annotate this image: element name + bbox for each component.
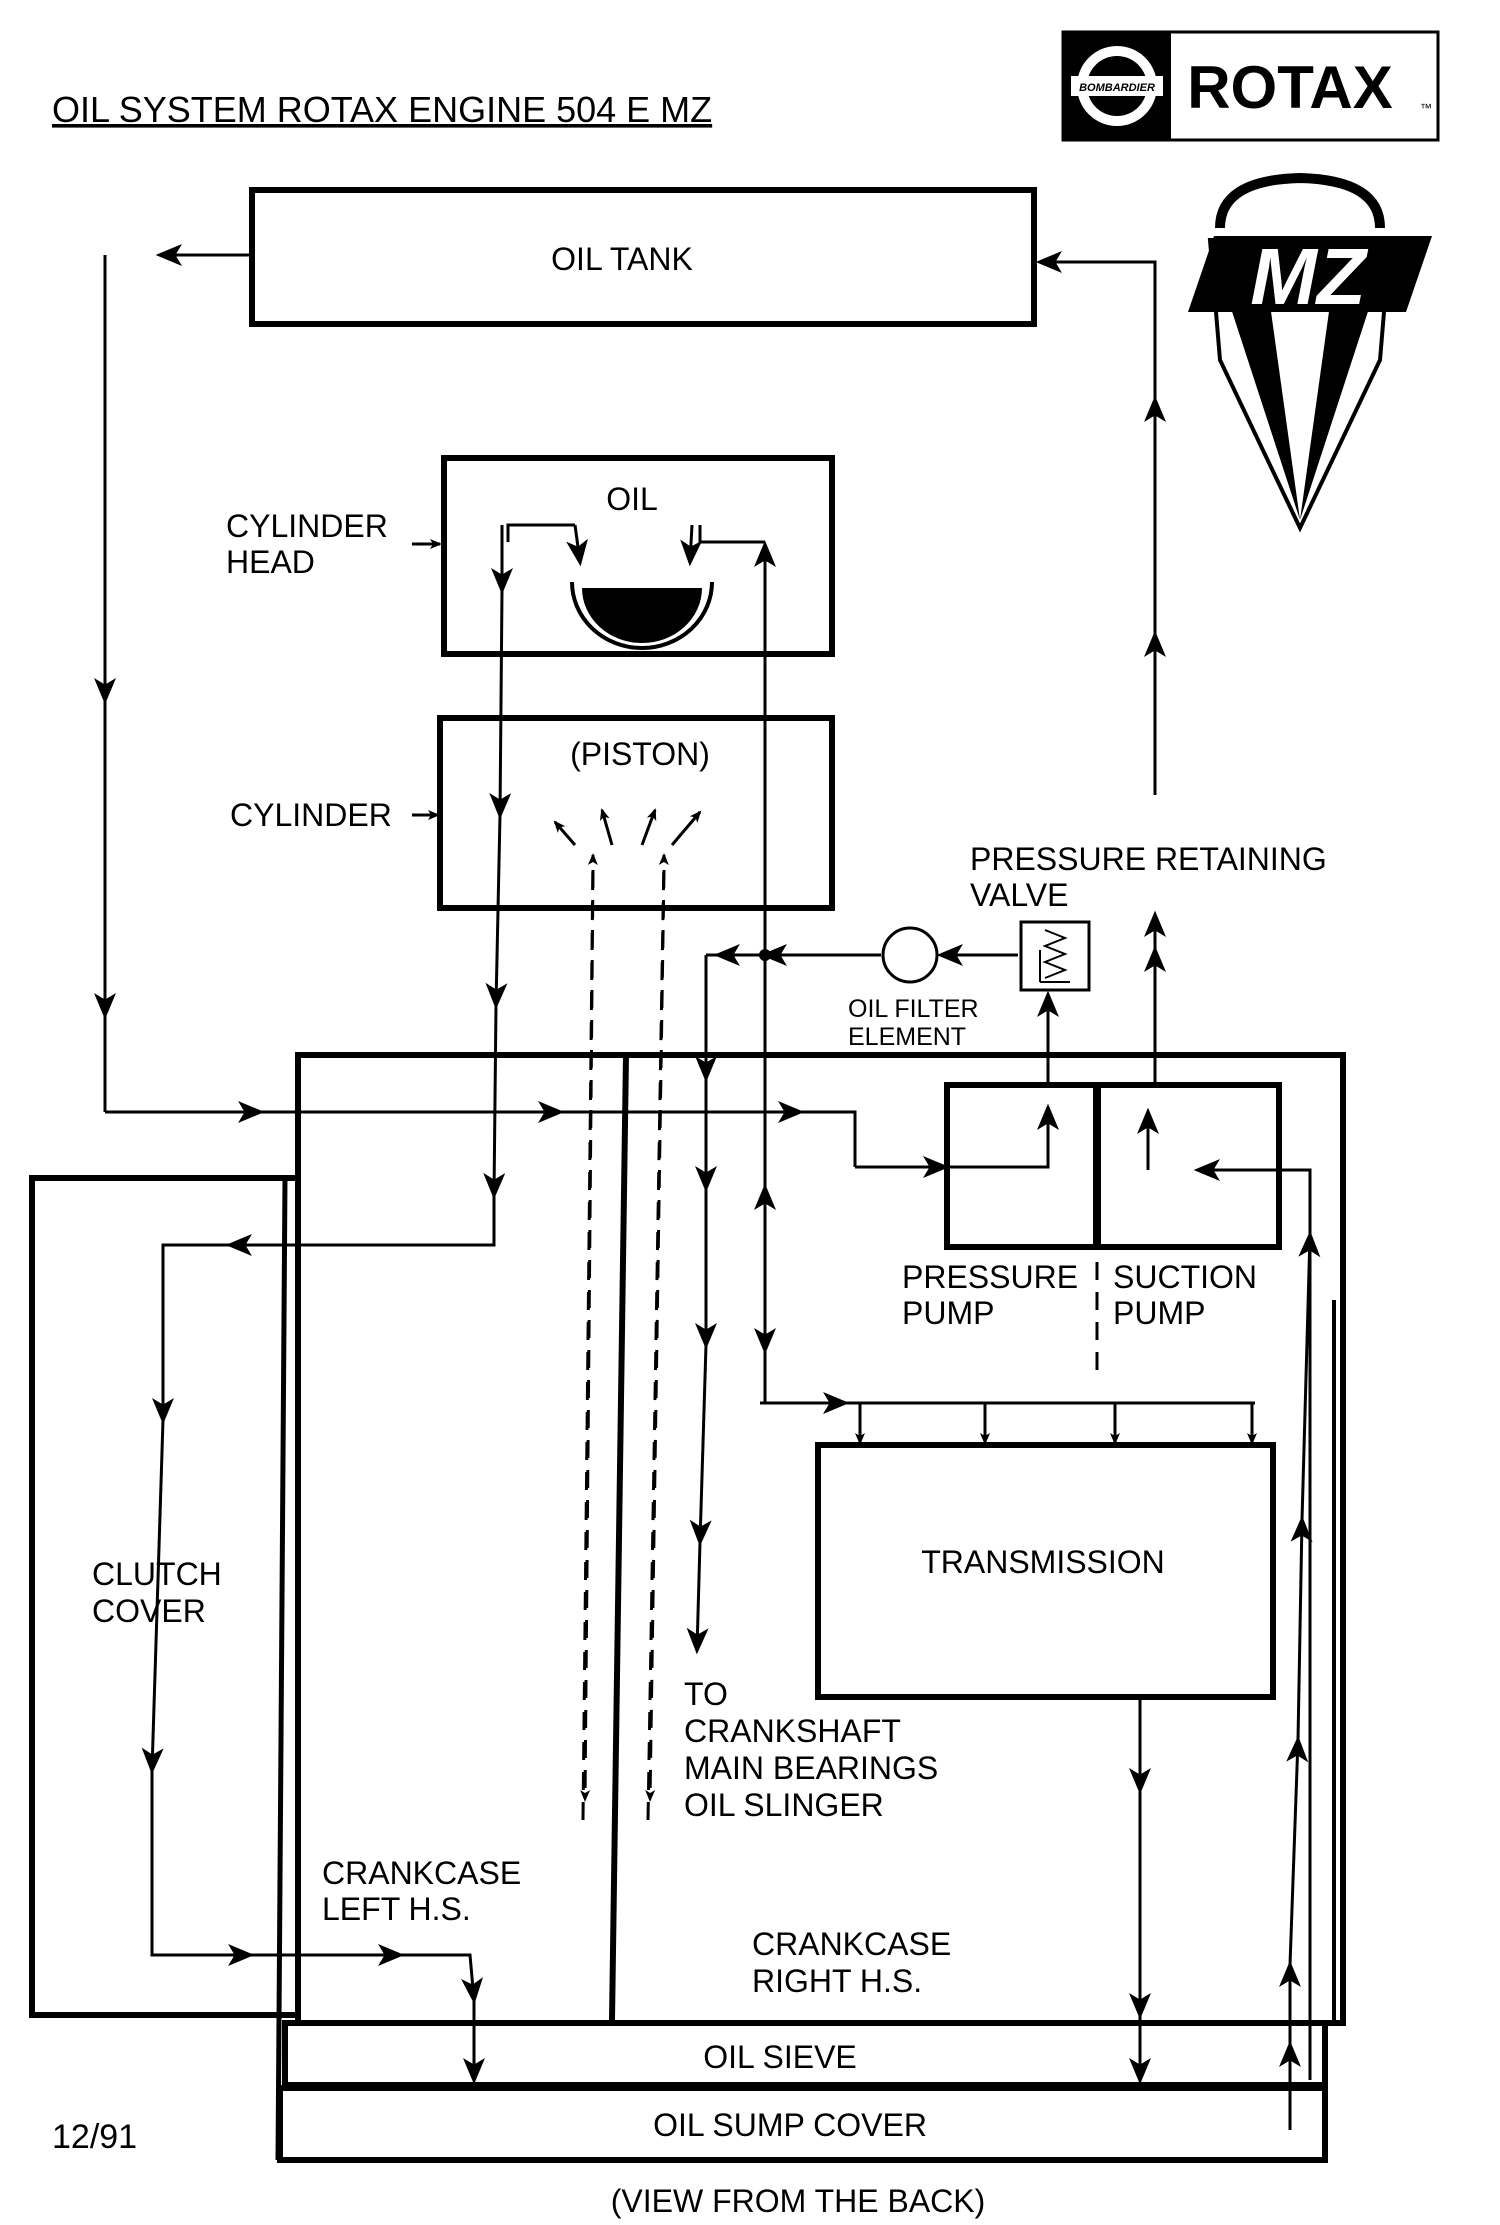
suction-pump-label-1: SUCTION — [1113, 1259, 1257, 1295]
oil-filter-symbol — [881, 926, 939, 984]
oil-sieve-label: OIL SIEVE — [703, 2039, 857, 2075]
oil-label: OIL — [606, 481, 658, 517]
mz-logo: MZ — [1188, 172, 1432, 533]
cylinder-head-box — [441, 455, 835, 657]
crankcase-partition — [609, 1054, 629, 2021]
oil-tank-box — [249, 187, 1037, 327]
clutch-cover-label-2: COVER — [92, 1593, 206, 1629]
oil-tank-label: OIL TANK — [551, 241, 693, 277]
pressure-pump-label-1: PRESSURE — [902, 1259, 1078, 1295]
rotax-logo: BOMBARDIER ROTAX ™ — [1061, 30, 1440, 142]
cylinder-label: CYLINDER — [230, 797, 392, 833]
date-code: 12/91 — [52, 2118, 137, 2156]
crankcase-right-label-1: CRANKCASE — [752, 1926, 951, 1962]
pressure-valve-symbol — [1019, 920, 1091, 992]
pressure-valve-label-2: VALVE — [970, 877, 1068, 913]
transmission-box — [815, 1442, 1276, 1700]
piston-oil-mist-lines — [553, 808, 702, 1821]
oil-filter-label-2: ELEMENT — [848, 1023, 966, 1051]
mz-logo-text: MZ — [1250, 232, 1369, 321]
suction-pump-box — [1094, 1082, 1282, 1250]
transmission-label: TRANSMISSION — [921, 1544, 1165, 1580]
oil-sump-cover-label: OIL SUMP COVER — [653, 2107, 927, 2143]
oil-flow-lines — [94, 244, 1321, 2130]
rotax-trademark: ™ — [1420, 101, 1432, 115]
bombardier-logo-text: BOMBARDIER — [1079, 82, 1155, 94]
rotax-logo-text: ROTAX — [1187, 54, 1393, 121]
crankcase-left-label-2: LEFT H.S. — [322, 1891, 471, 1927]
crankshaft-note-4: OIL SLINGER — [684, 1787, 884, 1823]
crankshaft-note-1: TO — [684, 1676, 728, 1712]
valve-spring-icon — [1042, 929, 1068, 979]
combustion-chamber-icon — [582, 588, 702, 643]
view-note: (VIEW FROM THE BACK) — [611, 2183, 986, 2219]
crankcase-right-label-2: RIGHT H.S. — [752, 1963, 922, 1999]
oil-sump-cover-box — [277, 2085, 1328, 2163]
crankshaft-note-3: MAIN BEARINGS — [684, 1750, 938, 1786]
crankcase-left-label-1: CRANKCASE — [322, 1855, 521, 1891]
cylinder-head-label-1: CYLINDER — [226, 508, 388, 544]
crankshaft-note-2: CRANKSHAFT — [684, 1713, 901, 1749]
pressure-valve-label-1: PRESSURE RETAINING — [970, 841, 1327, 877]
cylinder-box — [437, 715, 835, 911]
cylinder-head-label-2: HEAD — [226, 544, 315, 580]
pressure-pump-label-2: PUMP — [902, 1295, 994, 1331]
oil-filter-label-1: OIL FILTER — [848, 995, 979, 1023]
clutch-cover-box — [29, 1175, 298, 2018]
piston-label: (PISTON) — [570, 736, 710, 772]
page-title: OIL SYSTEM ROTAX ENGINE 504 E MZ — [52, 89, 712, 130]
suction-pump-label-2: PUMP — [1113, 1295, 1205, 1331]
